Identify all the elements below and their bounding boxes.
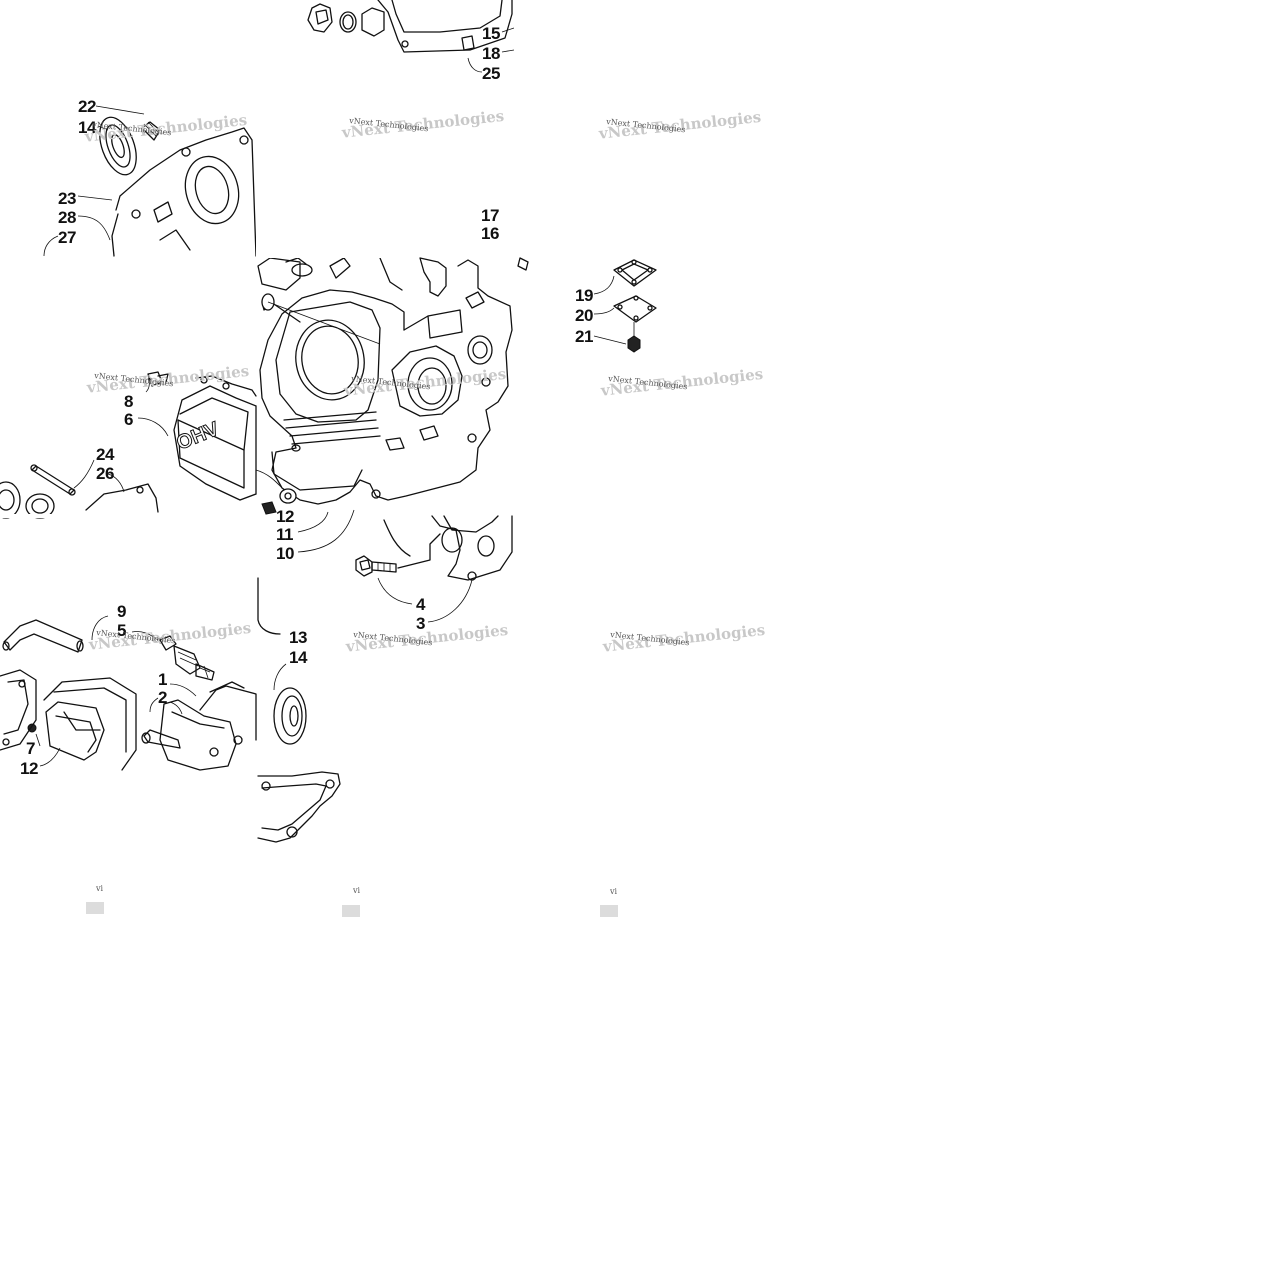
- gasket-plates: [593, 259, 657, 353]
- callout-2: 2: [158, 688, 167, 707]
- watermark-fragment-c1: vi: [352, 886, 361, 895]
- watermark-ghost-c2: [600, 905, 618, 917]
- callout-labels: 22 14 23 28 27 15 18 25 17 16 19 20 21 8…: [20, 24, 593, 778]
- callout-12-upper: 12: [276, 507, 294, 526]
- crankcase-cover: [43, 105, 257, 257]
- callout-21: 21: [575, 327, 593, 346]
- watermark-ghost-c0: [86, 902, 104, 914]
- callout-14-lower: 14: [289, 648, 308, 667]
- callout-1: 1: [158, 670, 167, 689]
- head-bolt-parts: [355, 515, 513, 623]
- callout-8: 8: [124, 392, 133, 411]
- callout-4: 4: [416, 595, 426, 614]
- callout-15: 15: [482, 24, 500, 43]
- watermark-ghost-c1: [342, 905, 360, 917]
- callout-14: 14: [78, 118, 97, 137]
- callout-24: 24: [96, 445, 115, 464]
- watermark-r0c0: vNext Technologies vNext Technologies: [83, 111, 248, 146]
- callout-12-lower: 12: [20, 759, 38, 778]
- watermark-r2c1: vNext Technologies vNext Technologies: [344, 621, 509, 656]
- callout-6: 6: [124, 410, 133, 429]
- callout-10: 10: [276, 544, 294, 563]
- watermark-r1c2: vNext Technologies vNext Technologies: [599, 365, 764, 400]
- callout-27: 27: [58, 228, 76, 247]
- watermark-r2c2: vNext Technologies vNext Technologies: [601, 621, 766, 656]
- callout-18: 18: [482, 44, 500, 63]
- watermark-r2c0: vNext Technologies vNext Technologies: [87, 619, 252, 654]
- watermark-fragment-c0: vi: [95, 884, 104, 893]
- callout-25: 25: [482, 64, 500, 83]
- valve-cover: OHV: [0, 371, 297, 519]
- callout-28: 28: [58, 208, 76, 227]
- drain-plug-parts: [307, 0, 515, 73]
- watermark-fragment-c2: vi: [609, 887, 618, 896]
- callout-13: 13: [289, 628, 307, 647]
- callout-17: 17: [481, 206, 499, 225]
- callout-26: 26: [96, 464, 114, 483]
- watermark-r0c2: vNext Technologies vNext Technologies: [597, 108, 762, 143]
- callout-7: 7: [26, 739, 35, 758]
- callout-22: 22: [78, 97, 96, 116]
- callout-3: 3: [416, 614, 425, 633]
- callout-11: 11: [276, 525, 293, 544]
- callout-5: 5: [117, 621, 126, 640]
- cylinder-block: [257, 257, 529, 553]
- callout-23: 23: [58, 189, 76, 208]
- crankshaft-bearing: [257, 577, 307, 745]
- head-gasket: [257, 771, 341, 843]
- callout-20: 20: [575, 306, 593, 325]
- head-assembly-parts: [0, 615, 257, 771]
- callout-19: 19: [575, 286, 593, 305]
- callout-9: 9: [117, 602, 126, 621]
- callout-16: 16: [481, 224, 499, 243]
